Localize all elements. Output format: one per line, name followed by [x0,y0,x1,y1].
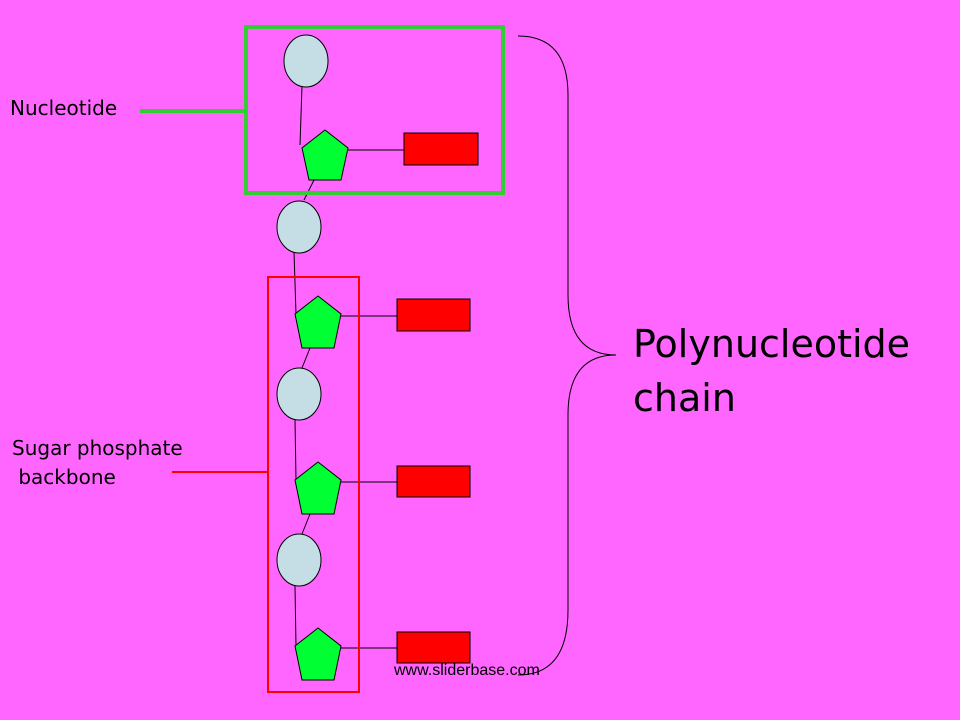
sugar-base-bonds [341,149,404,649]
chain-label-line2: chain [633,376,736,420]
connector-line [301,347,311,369]
chain-brace [517,35,617,676]
connector-line [303,179,315,201]
phosphate-ellipse [276,200,322,254]
base-rectangle [396,298,471,332]
connector-line [294,419,297,481]
base-rectangle [396,631,471,664]
base-rectangle [403,132,479,166]
phosphate-ellipse [283,34,329,88]
base-rectangle [396,465,471,498]
phosphate-groups [276,34,329,587]
backbone-box [267,276,360,693]
backbone-connectors [293,85,315,647]
connector-line [301,513,311,535]
backbone-label-line1: Sugar phosphate [12,436,183,460]
sugar-pentagon [301,129,349,181]
phosphate-ellipse [276,367,322,421]
connector-line [299,85,303,146]
watermark-text: www.sliderbase.com [394,662,540,679]
nucleotide-label: Nucleotide [10,96,118,120]
chain-label-line1: Polynucleotide [633,322,911,366]
connector-line [293,251,297,315]
connector-line [294,585,297,647]
backbone-label-line2: backbone [12,465,116,489]
sugar-pentagon [294,627,342,681]
phosphate-ellipse [276,533,322,587]
base-groups [396,132,479,664]
sugar-groups [294,129,349,681]
sugar-pentagon [294,461,342,515]
sugar-pentagon [294,295,342,349]
